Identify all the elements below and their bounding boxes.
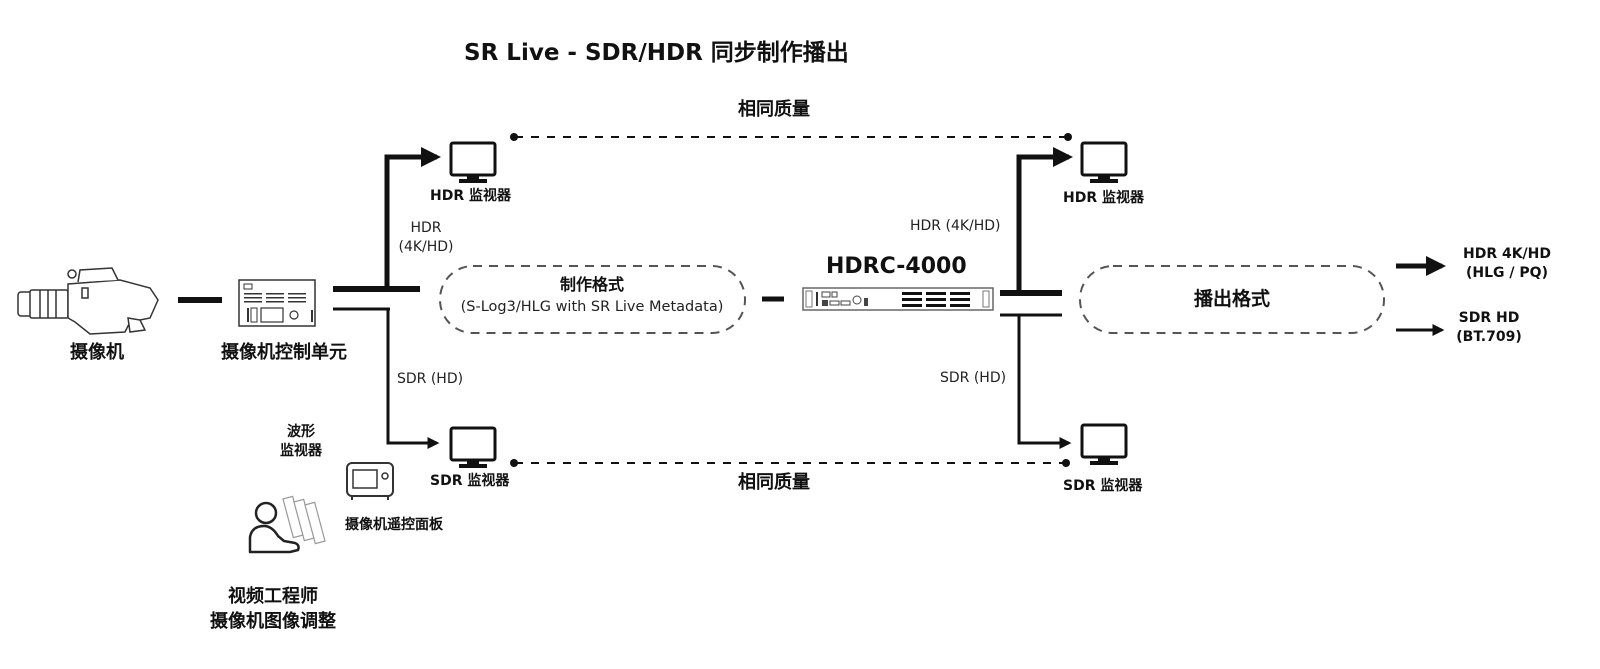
rcp-label: 摄像机遥控面板	[345, 517, 443, 533]
engineer-label-line1: 视频工程师	[228, 586, 318, 607]
same-quality-label-top: 相同质量	[738, 99, 810, 120]
hdrc-4000-icon	[802, 287, 994, 311]
sdr-output-label-line2: (BT.709)	[1456, 329, 1522, 345]
sdr-monitor-right-icon	[1080, 423, 1128, 467]
ccu-icon	[238, 279, 316, 327]
left-hdr-signal-label-line1: HDR	[410, 220, 442, 236]
camera-label: 摄像机	[70, 342, 124, 363]
hdr-monitor-left-icon	[449, 141, 497, 185]
hdrc-4000-label: HDRC-4000	[826, 254, 967, 279]
hdr-output-label-line2: (HLG / PQ)	[1466, 265, 1548, 281]
engineer-label-line2: 摄像机图像调整	[210, 611, 336, 632]
right-hdr-signal-label: HDR (4K/HD)	[910, 218, 1001, 234]
same-quality-dot-bottom-left	[510, 459, 518, 467]
ccu-label: 摄像机控制单元	[221, 342, 347, 363]
broadcast-format-box	[1079, 265, 1385, 334]
sdr-monitor-right-label: SDR 监视器	[1063, 478, 1143, 494]
waveform-monitor-label-line2: 监视器	[280, 443, 322, 459]
same-quality-label-bottom: 相同质量	[738, 472, 810, 493]
production-format-subtitle: (S-Log3/HLG with SR Live Metadata)	[460, 299, 724, 315]
left-hdr-signal-label-line2: (4K/HD)	[398, 239, 454, 255]
waveform-monitor-icon	[346, 462, 394, 500]
hdr-path-right	[1016, 147, 1073, 293]
waveform-monitor-label-line1: 波形	[287, 424, 315, 440]
sdr-path-right	[1017, 315, 1072, 449]
same-quality-dot-bottom-right	[1062, 459, 1070, 467]
sdr-output-label-line1: SDR HD	[1458, 310, 1520, 326]
same-quality-dot-top-left	[510, 133, 518, 141]
sdr-path-left	[386, 309, 440, 449]
hdr-monitor-left-label: HDR 监视器	[430, 188, 511, 204]
broadcast-format-title: 播出格式	[1193, 288, 1271, 310]
production-format-box	[439, 265, 746, 334]
same-quality-dot-top-right	[1064, 133, 1072, 141]
sdr-monitor-left-icon	[449, 426, 497, 470]
sdr-monitor-left-label: SDR 监视器	[430, 473, 510, 489]
page-title: SR Live - SDR/HDR 同步制作播出	[464, 40, 849, 66]
right-sdr-signal-label: SDR (HD)	[940, 370, 1007, 386]
hdr-path-left	[384, 147, 441, 289]
hdr-monitor-right-label: HDR 监视器	[1063, 190, 1144, 206]
camera-icon	[17, 267, 159, 335]
left-sdr-signal-label: SDR (HD)	[397, 371, 464, 387]
hdr-output-label-line1: HDR 4K/HD	[1462, 246, 1552, 262]
hdr-monitor-right-icon	[1080, 141, 1128, 185]
engineer-icon	[248, 495, 326, 554]
production-format-title: 制作格式	[559, 275, 625, 294]
